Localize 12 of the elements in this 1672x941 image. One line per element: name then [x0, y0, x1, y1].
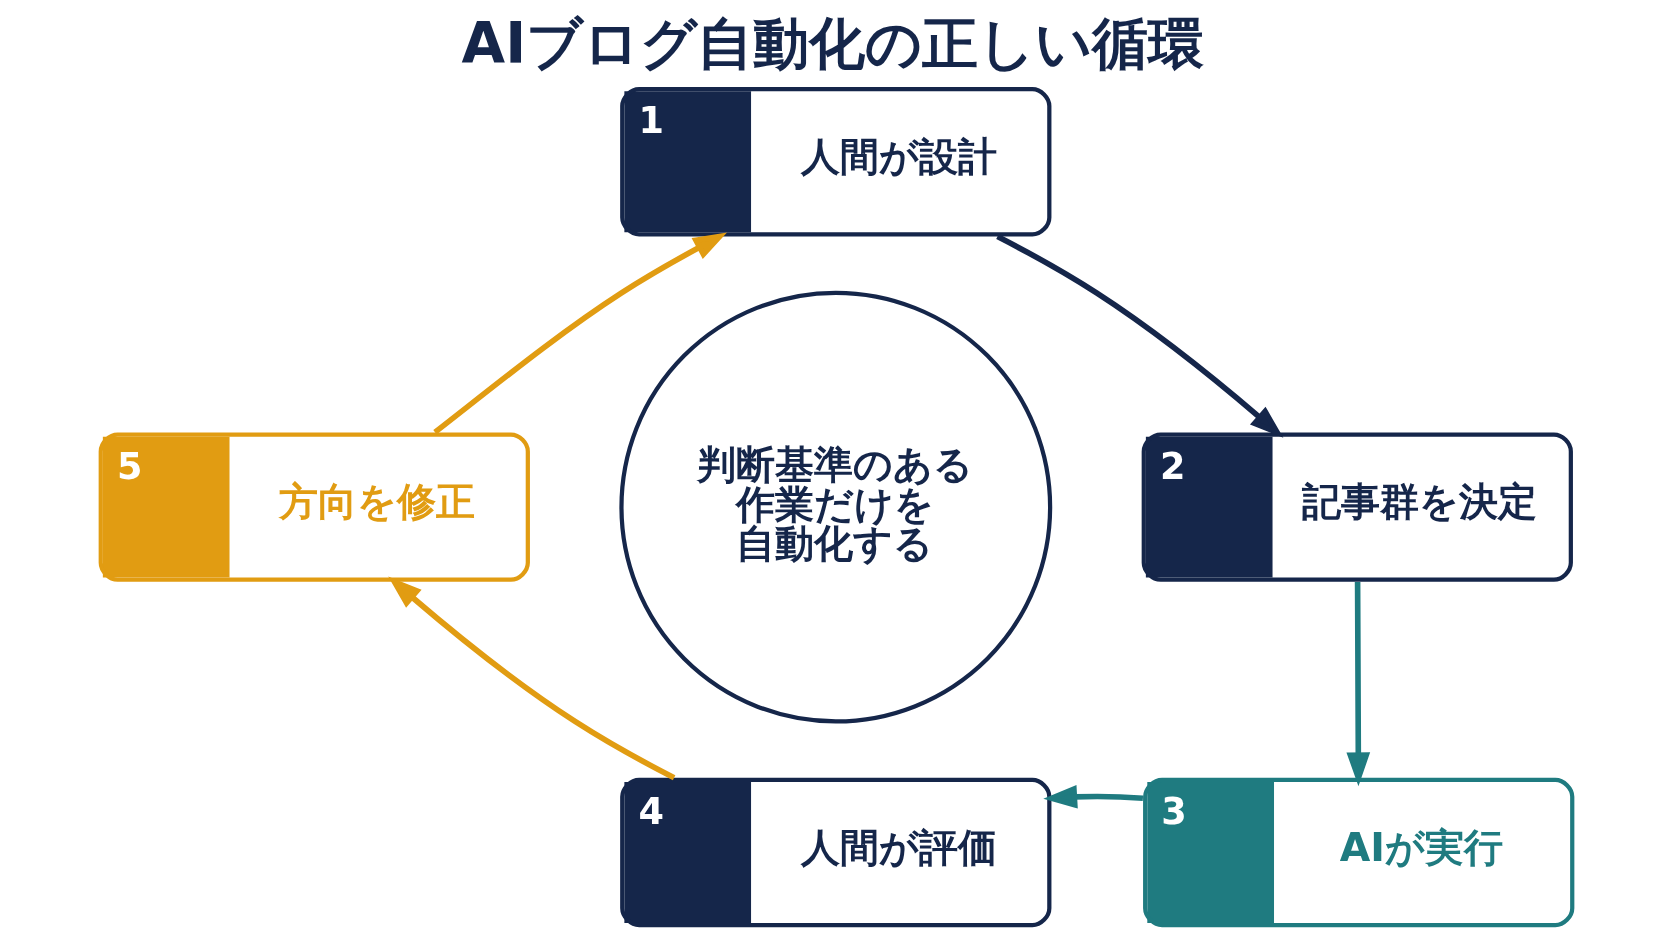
- node-box: 1 人間が設計: [619, 87, 1051, 237]
- arrow: [387, 576, 675, 781]
- arrow: [432, 232, 727, 435]
- node-box: 5 方向を修正: [98, 432, 530, 582]
- arrow: [1345, 582, 1370, 787]
- node-box: 2 記事群を決定: [1141, 432, 1573, 582]
- node-box: 4 人間が評価: [619, 777, 1051, 928]
- node-circle: 判断基準のある作業だけを自動化する: [618, 290, 1052, 724]
- node-box: 3 AIが実行: [1142, 777, 1574, 928]
- arrow: [1042, 784, 1143, 809]
- diagram-title: AIブログ自動化の正しい循環: [461, 11, 1204, 77]
- arrow: [995, 234, 1283, 438]
